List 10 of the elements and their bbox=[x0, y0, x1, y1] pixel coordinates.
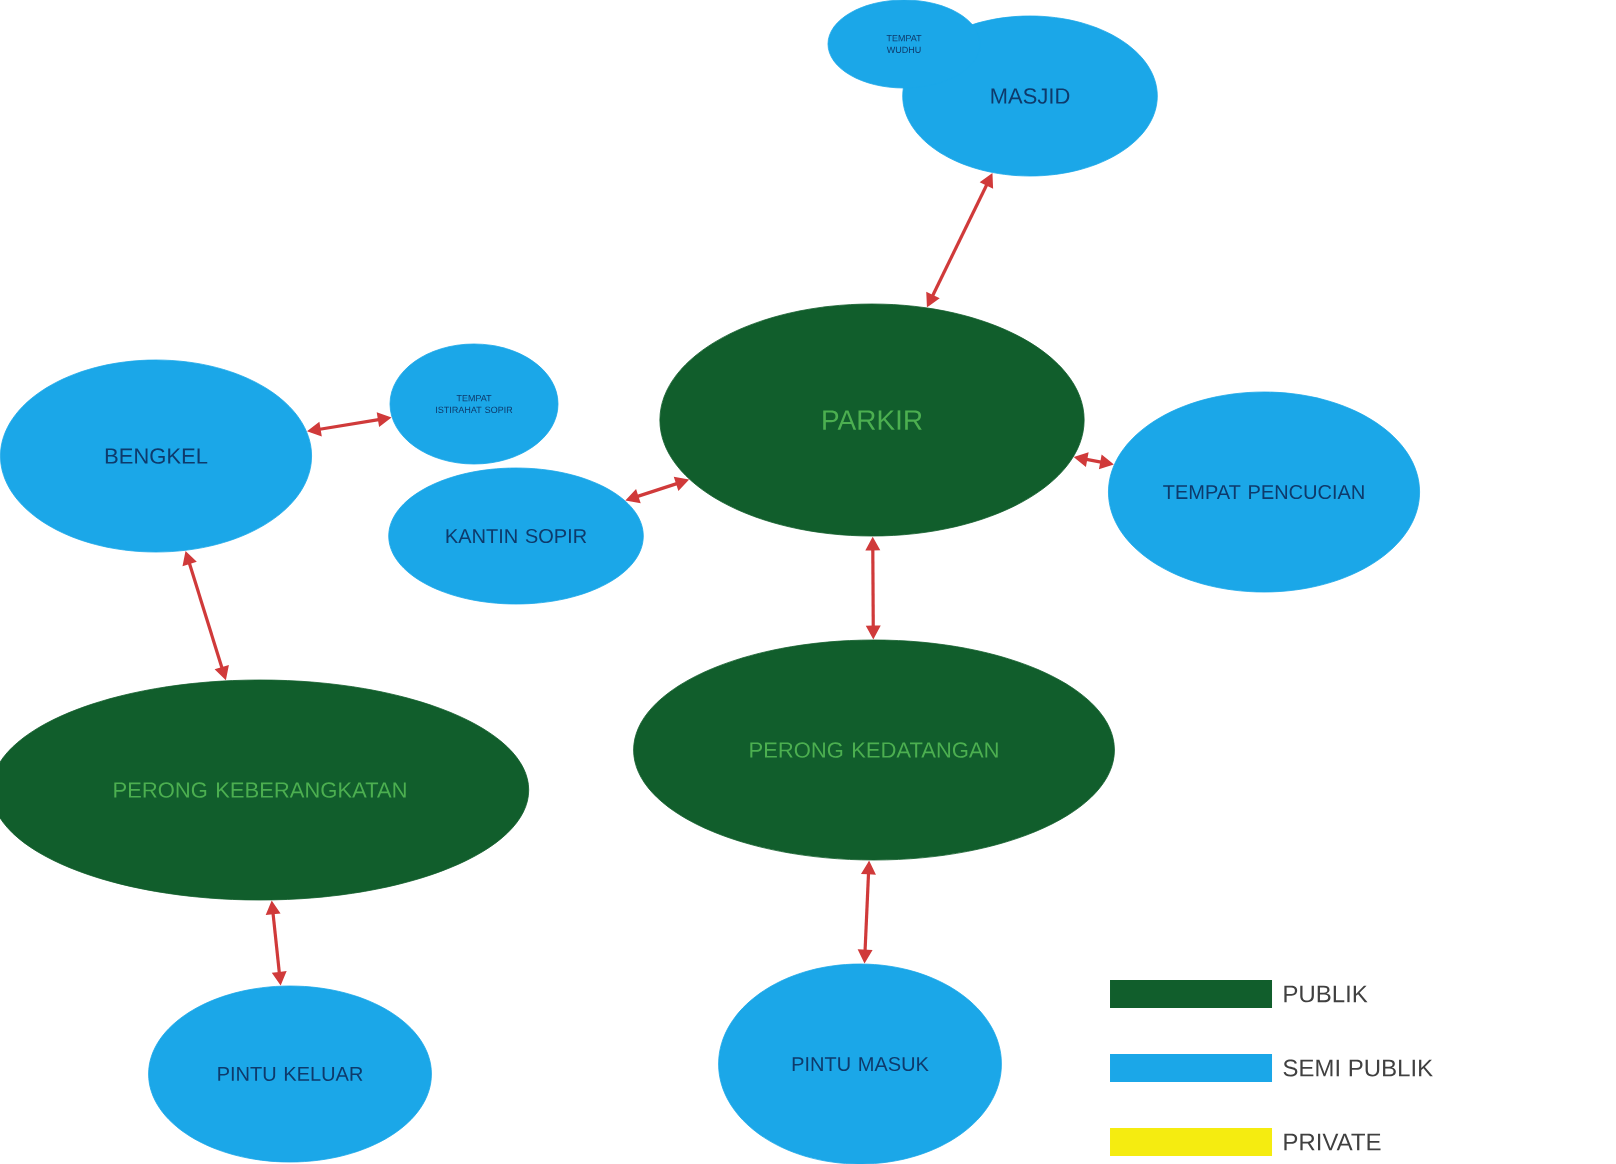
legend-label: PRIVATE bbox=[1284, 1133, 1381, 1151]
ellipse-node: PARKIR bbox=[659, 303, 1085, 537]
ellipse-node: TEMPAT PENCUCIAN bbox=[1108, 391, 1420, 593]
ellipse-node: KANTIN SOPIR bbox=[388, 467, 644, 605]
legend-label: SEMI PUBLIK bbox=[1283, 1059, 1433, 1077]
ellipse-node: PINTU KELUAR bbox=[148, 985, 432, 1163]
ellipse-node: PINTU MASUK bbox=[718, 963, 1002, 1164]
ellipse-node: PERONG KEDATANGAN bbox=[633, 639, 1115, 861]
ellipse-node: BENGKEL bbox=[0, 359, 312, 553]
legend-label: PUBLIK bbox=[1284, 985, 1368, 1003]
